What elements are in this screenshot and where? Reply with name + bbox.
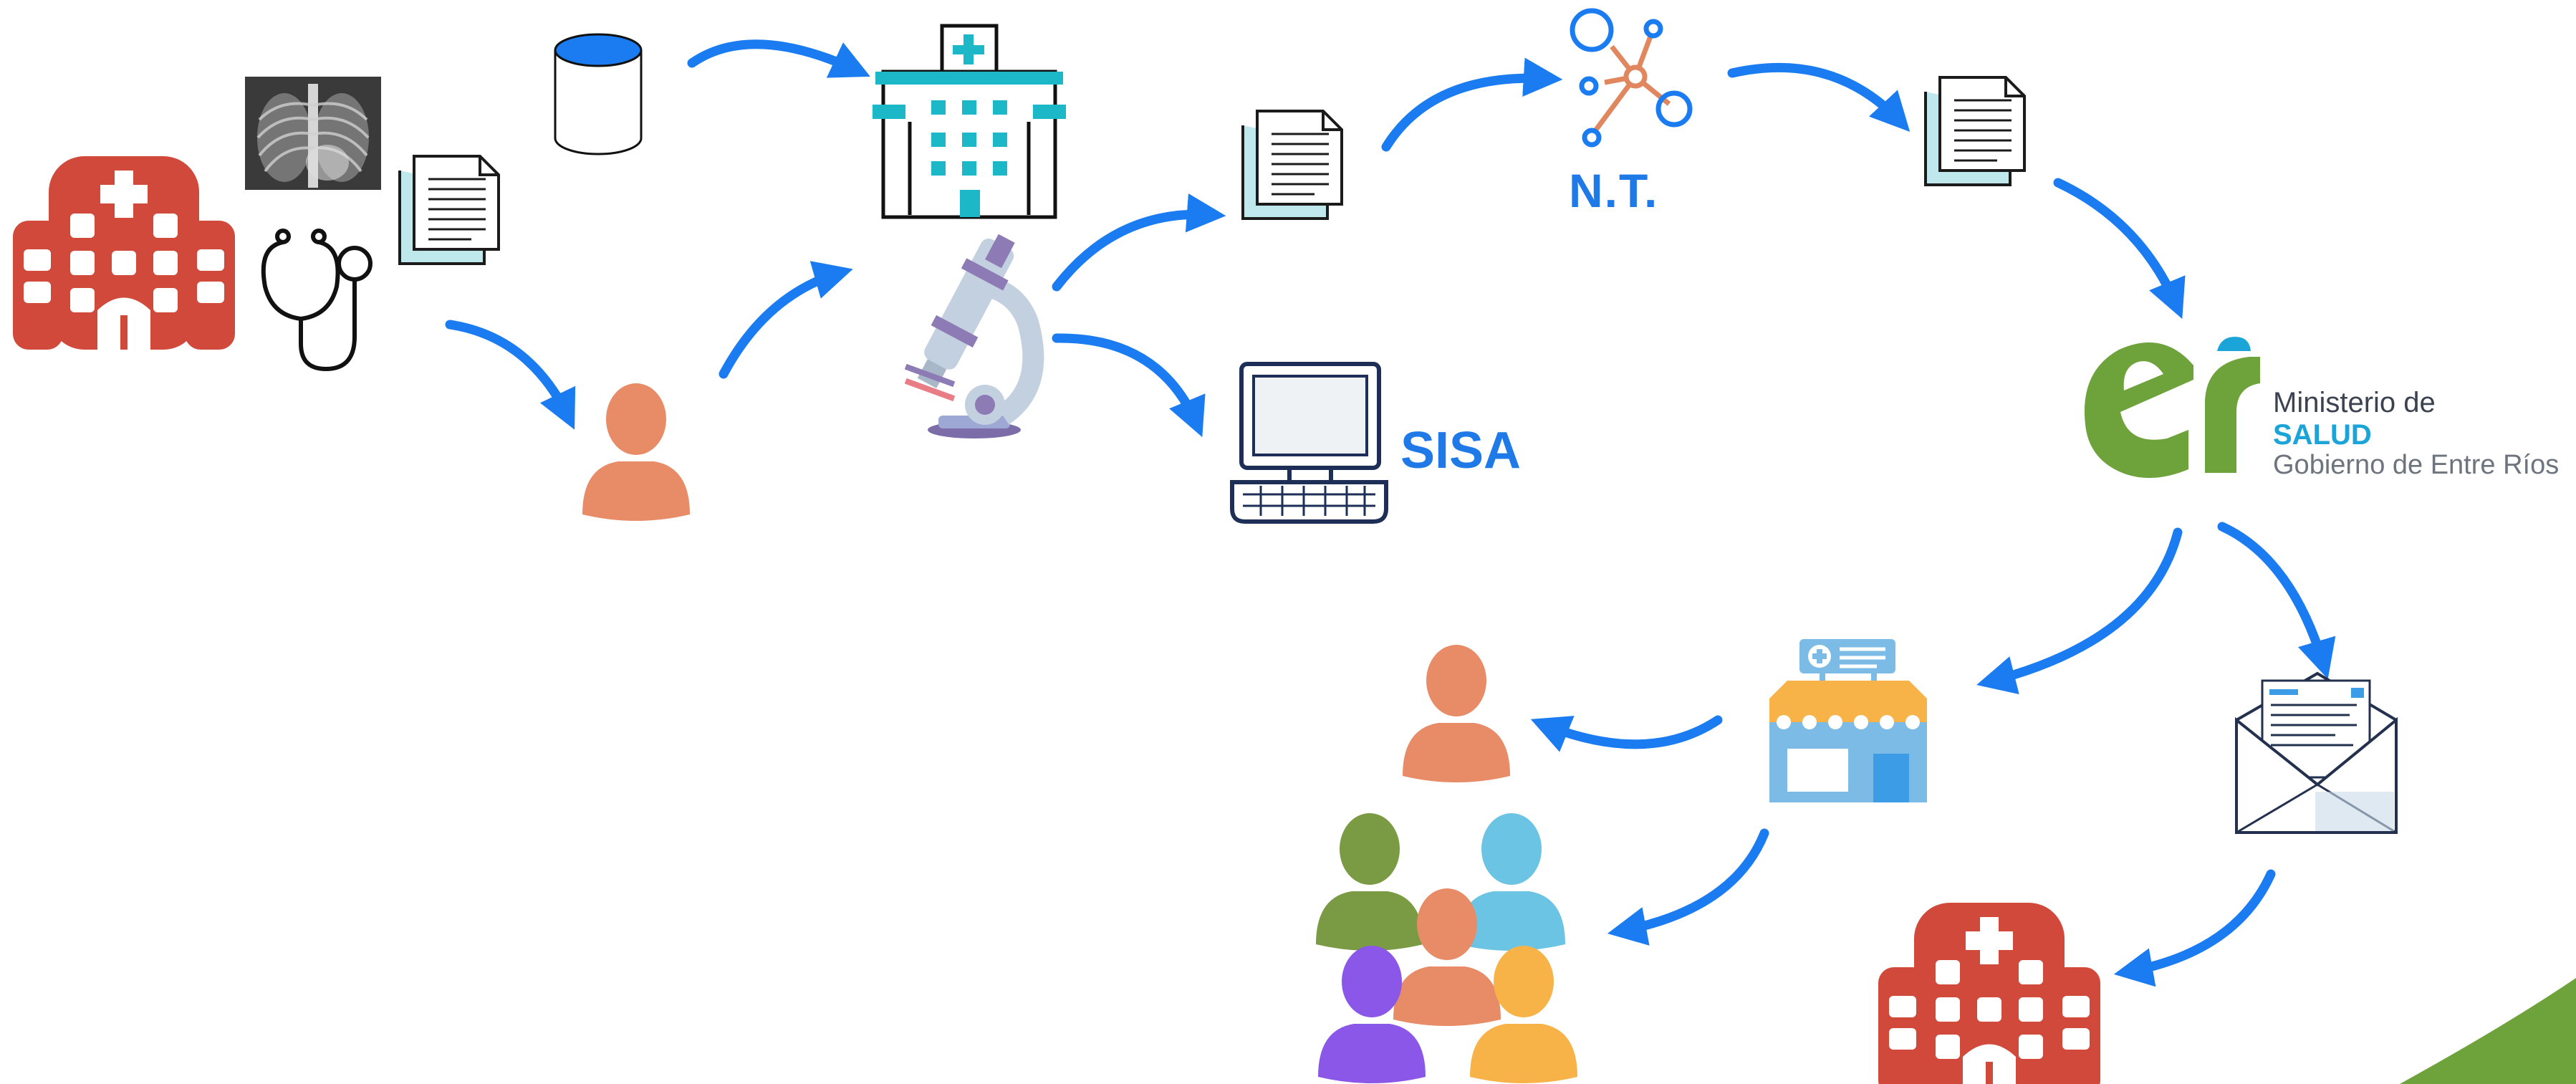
sisa-label: SISA (1400, 422, 1522, 479)
arrow-envelope-to-hospital (2113, 869, 2276, 987)
person-icon (1403, 645, 1510, 782)
hospital-red-icon-bottom (1878, 903, 2100, 1084)
document-icon (398, 155, 500, 265)
arrow-patient-to-hospital (719, 261, 853, 379)
arrow-pharmacy-to-person (1530, 715, 1723, 752)
envelope-icon (2235, 671, 2398, 834)
database-icon (554, 33, 643, 155)
hospital-red-icon (13, 156, 235, 350)
arrow-ministry-to-pharmacy (1976, 527, 2183, 695)
xray-icon (245, 77, 381, 190)
pharmacy-store-icon (1769, 639, 1927, 802)
stethoscope-icon (261, 229, 373, 372)
ministry-logo-line2: SALUD (2273, 419, 2372, 451)
arrow-ministry-to-envelope (2217, 522, 2336, 679)
corner-decoration (2400, 978, 2576, 1084)
flow-arrows (445, 39, 2336, 987)
computer-icon (1230, 362, 1388, 524)
arrow-pharmacy-to-group (1607, 828, 1769, 946)
group-people-icon (1316, 813, 1577, 1083)
ministry-logo-line3: Gobierno de Entre Ríos (2273, 450, 2560, 480)
arrow-document-to-ministry (2053, 178, 2186, 320)
arrow-nt-to-document (1727, 62, 1911, 132)
document-icon-lab (1241, 110, 1343, 220)
patient-person-icon (582, 383, 690, 521)
network-icon (1570, 8, 1693, 148)
arrow-microscope-to-computer (1052, 333, 1206, 438)
arrow-doctor-to-patient (445, 320, 576, 430)
document-icon-report (1924, 76, 2026, 186)
ministry-logo-line1: Ministerio de (2273, 387, 2436, 418)
logo-er-icon (2084, 337, 2260, 479)
arrow-microscope-to-document (1052, 193, 1226, 292)
hospital-building-icon (873, 24, 1066, 219)
nt-label: N.T. (1569, 164, 1659, 217)
arrow-document-to-nt (1381, 57, 1563, 152)
arrow-database-to-hospital (687, 39, 870, 78)
microscope-icon (904, 234, 1044, 438)
